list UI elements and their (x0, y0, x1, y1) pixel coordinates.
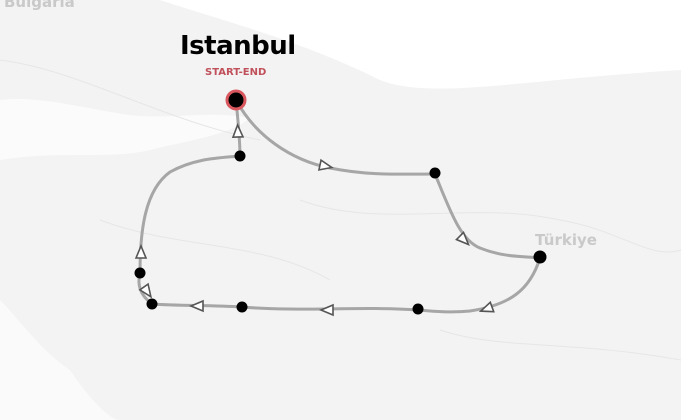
country-label-turkiye: Türkiye (535, 231, 597, 249)
city-label-istanbul: Istanbul (180, 31, 296, 61)
borders (0, 59, 681, 361)
stop-marker[interactable] (146, 298, 158, 310)
stop-marker[interactable] (134, 267, 146, 279)
arrow-icon (317, 158, 334, 171)
stop-marker[interactable] (234, 150, 246, 162)
stop-marker[interactable] (533, 250, 547, 264)
arrow-icon (231, 122, 245, 139)
arrow-icon (318, 303, 334, 317)
direction-arrows (134, 122, 495, 317)
country-label-bulgaria: Bulgaria (4, 0, 75, 11)
start-end-marker[interactable] (225, 89, 247, 111)
route-stops (134, 150, 547, 315)
stop-marker[interactable] (412, 303, 424, 315)
start-end-tag: START-END (205, 67, 267, 78)
stop-marker[interactable] (429, 167, 441, 179)
arrow-icon (138, 282, 153, 299)
arrow-icon (134, 243, 148, 259)
arrow-icon (455, 231, 470, 246)
stop-marker[interactable] (236, 301, 248, 313)
route-line (137, 99, 542, 314)
arrow-icon (188, 299, 204, 313)
arrow-icon (478, 300, 495, 313)
